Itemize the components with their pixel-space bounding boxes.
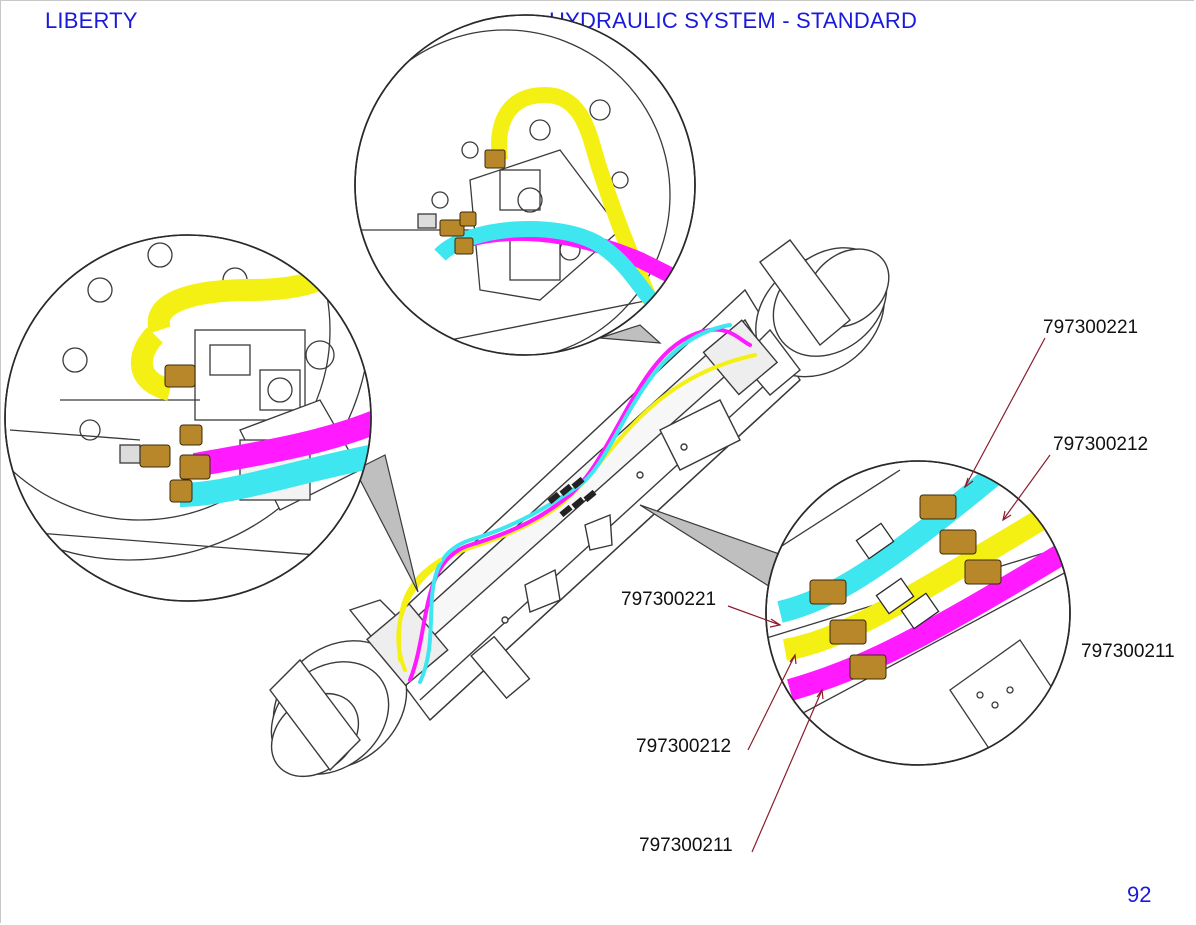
part-label-top-right-yellow: 797300212 — [1053, 434, 1149, 455]
callout-wedges — [354, 324, 786, 593]
part-label-bottom-magenta: 797300211 — [639, 835, 733, 856]
part-label-left-cyan: 797300221 — [621, 589, 717, 610]
page-number: 92 — [1127, 882, 1152, 907]
arrow-left-cyan — [769, 618, 782, 628]
leader-left-cyan — [727, 605, 781, 626]
right-detail-view — [765, 460, 1071, 766]
axle-hose-yellow-b — [397, 558, 442, 662]
part-label-bottom-yellow: 797300212 — [636, 736, 732, 757]
leader-lines — [727, 337, 1051, 853]
arrow-top-right-yellow — [1002, 510, 1012, 522]
axle-hoses — [396, 323, 757, 684]
left-callout-wedge — [354, 454, 419, 593]
right-callout-wedge — [639, 504, 786, 591]
part-label-top-right-cyan: 797300221 — [1043, 317, 1139, 338]
top-callout-wedge — [599, 324, 662, 344]
arrow-bottom-yellow — [789, 653, 797, 665]
arrow-bottom-magenta — [816, 688, 824, 700]
left-detail-view — [4, 234, 372, 602]
part-label-right-magenta: 797300211 — [1081, 641, 1175, 662]
leader-top-right-yellow — [1002, 454, 1051, 521]
arrow-top-right-cyan — [963, 477, 974, 489]
leader-top-right-cyan — [964, 337, 1046, 488]
axle-couplings — [547, 476, 597, 518]
leader-bottom-magenta — [751, 689, 823, 853]
section-title: HYDRAULIC SYSTEM - STANDARD — [549, 8, 918, 33]
leader-bottom-yellow — [747, 654, 796, 751]
axle-hose-cyan — [418, 323, 732, 684]
top-detail-view — [354, 14, 696, 356]
brand-title: LIBERTY — [45, 8, 138, 33]
